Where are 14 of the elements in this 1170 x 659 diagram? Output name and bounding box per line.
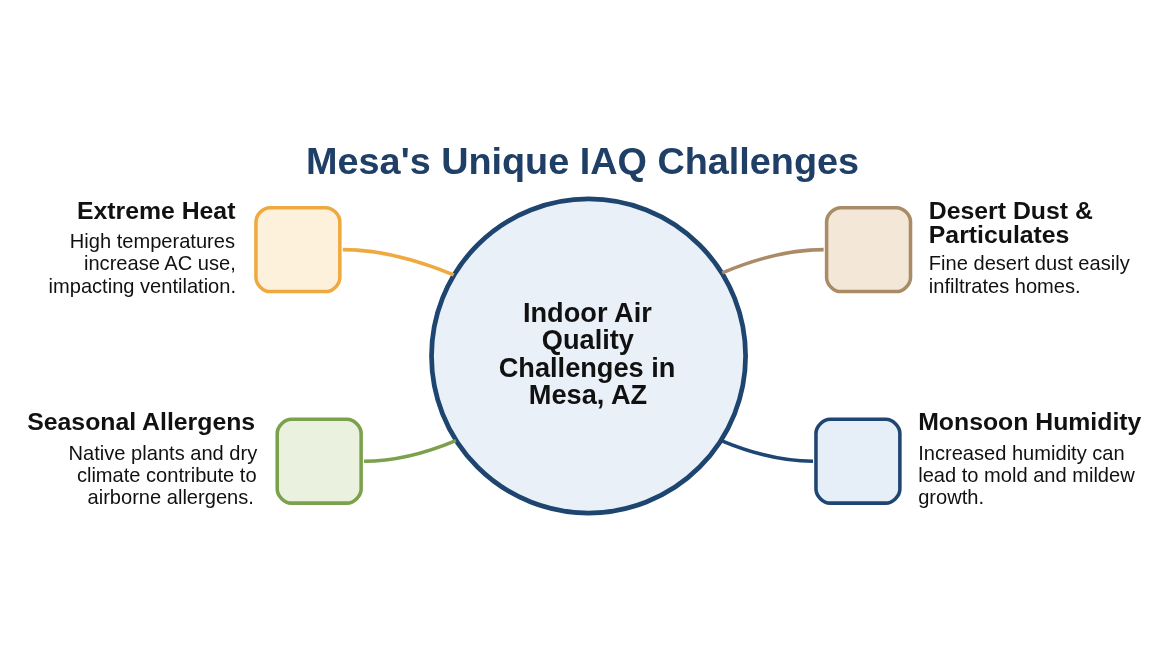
node-label: Seasonal Allergens	[27, 407, 256, 435]
connector	[721, 247, 824, 274]
node-label: High temperatures increase AC use, impacting ventilation.	[48, 229, 237, 297]
diagram-title: Mesa's Unique IAQ Challenges	[306, 139, 860, 182]
node-label: Increased humidity can lead to mold and mildew growth.	[918, 441, 1135, 508]
connector	[342, 247, 455, 277]
connector	[364, 438, 457, 463]
node-label: Extreme Heat	[76, 196, 236, 224]
node-label: Native plants and dry climate contribute to airborne allergens.	[68, 441, 258, 508]
node-label: Monsoon Humidity	[918, 407, 1142, 435]
node-label: Fine desert dust easily infiltrates homes.	[928, 251, 1130, 297]
node-label: Desert Dust & Particulates	[928, 196, 1093, 248]
connector	[720, 438, 814, 463]
node-circle: Indoor Air Quality Challenges in Mesa, AZ	[429, 196, 748, 515]
